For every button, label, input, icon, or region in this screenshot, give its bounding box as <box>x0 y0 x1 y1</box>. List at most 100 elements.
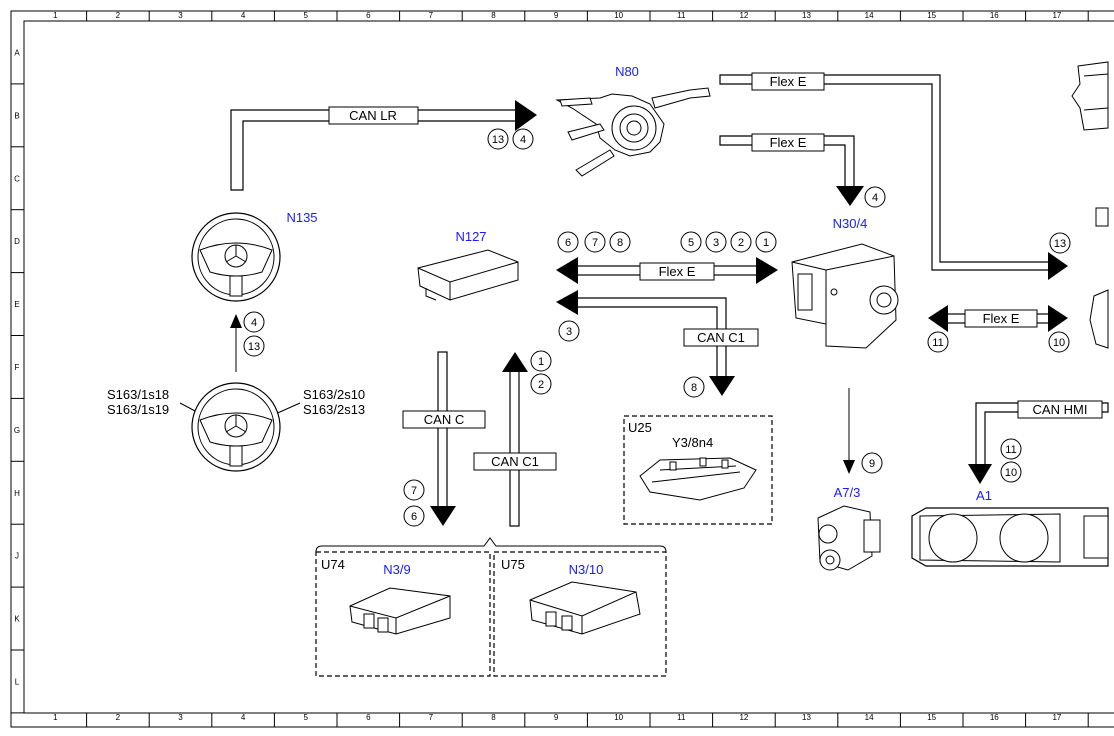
column-label: 8 <box>491 713 496 722</box>
marker-circle <box>530 350 552 372</box>
marker-label: 7 <box>592 237 598 249</box>
row-label: G <box>14 426 20 435</box>
row-label: B <box>14 111 19 120</box>
a1-label: A1 <box>976 488 992 503</box>
marker-circle <box>861 452 883 474</box>
partial-component-top-right <box>1071 61 1109 349</box>
s163-1s19-label: S163/1s19 <box>107 402 169 417</box>
n127-label: N127 <box>455 229 486 244</box>
can-c-bus: CAN C 7 6 <box>402 351 486 527</box>
can-hmi-label: CAN HMI <box>1033 402 1088 417</box>
marker-label: 3 <box>566 326 572 338</box>
column-label: 2 <box>116 11 121 20</box>
u25-label: U25 <box>628 420 652 435</box>
steering-column-switch-n80: N80 13 4 <box>487 64 711 177</box>
u75-label: U75 <box>501 557 525 572</box>
flex-e-right-label: Flex E <box>983 311 1020 326</box>
row-label: L <box>15 677 20 686</box>
column-label: 14 <box>865 11 874 20</box>
marker-circle <box>403 479 425 501</box>
column-label: 1 <box>53 713 58 722</box>
row-label: K <box>14 615 20 624</box>
row-label: D <box>14 237 20 246</box>
module-n127: N127 <box>417 229 519 301</box>
flex-e-right-bus: Flex E 11 10 <box>927 305 1070 353</box>
marker-label: 10 <box>1005 467 1017 479</box>
flex-e-mid-label: Flex E <box>659 264 696 279</box>
column-label: 11 <box>677 713 686 722</box>
row-label: E <box>14 300 19 309</box>
steering-wheel-n135: N135 <box>191 210 318 302</box>
marker-circle <box>584 231 606 253</box>
n80-label: N80 <box>615 64 639 79</box>
assembly-u25: U25 Y3/8n4 <box>623 415 773 525</box>
marker-label: 13 <box>1054 238 1066 250</box>
marker-label: 2 <box>538 379 544 391</box>
can-lr-label: CAN LR <box>349 108 397 123</box>
assembly-u74: U74 N3/9 <box>315 551 491 677</box>
marker-label: 1 <box>763 237 769 249</box>
marker-circle <box>864 186 886 208</box>
column-label: 12 <box>739 713 748 722</box>
marker-circle <box>487 128 509 150</box>
marker-circle <box>243 311 265 333</box>
assembly-u75: U75 N3/10 <box>493 551 667 677</box>
can-hmi-bus: CAN HMI 11 10 <box>968 400 1109 484</box>
can-c1-right-bus: CAN C1 3 8 <box>556 290 759 398</box>
marker-label: 4 <box>520 134 526 146</box>
brace <box>315 537 667 553</box>
marker-label: 3 <box>713 237 719 249</box>
column-label: 13 <box>802 11 811 20</box>
module-a7-3: A7/3 <box>817 485 881 571</box>
marker-circle <box>705 231 727 253</box>
column-ruler <box>86 11 1089 727</box>
column-label: 4 <box>241 713 246 722</box>
flex-e-n30-label: Flex E <box>770 135 807 150</box>
esp-control-unit-n30-4: N30/4 <box>791 216 899 349</box>
column-label: 2 <box>116 713 121 722</box>
column-label: 7 <box>429 11 434 20</box>
can-lr-bus: CAN LR <box>230 100 537 191</box>
n135-label: N135 <box>286 210 317 225</box>
marker-circle <box>927 331 949 353</box>
u74-label: U74 <box>321 557 345 572</box>
column-label: 16 <box>990 11 999 20</box>
marker-circle <box>1000 438 1022 460</box>
column-label: 7 <box>429 713 434 722</box>
marker-label: 6 <box>565 237 571 249</box>
row-label: C <box>14 174 20 183</box>
column-label: 15 <box>927 11 936 20</box>
marker-label: 6 <box>411 511 417 523</box>
a7-3-label: A7/3 <box>834 485 861 500</box>
marker-circle <box>609 231 631 253</box>
column-label: 4 <box>241 11 246 20</box>
can-c1-vertical-label: CAN C1 <box>491 454 539 469</box>
marker-label: 2 <box>738 237 744 249</box>
n30-4-label: N30/4 <box>833 216 868 231</box>
marker-circle <box>512 128 534 150</box>
marker-circle <box>730 231 752 253</box>
n3-9-label: N3/9 <box>383 562 410 577</box>
s163-2s10-label: S163/2s10 <box>303 387 365 402</box>
marker-circle <box>680 231 702 253</box>
column-label: 8 <box>491 11 496 20</box>
column-label: 3 <box>178 11 183 20</box>
can-c1-vertical-bus: CAN C1 1 2 <box>473 350 557 527</box>
column-label: 11 <box>677 11 686 20</box>
inner-frame <box>23 20 1114 714</box>
flex-e-top-bus: Flex E 13 <box>719 72 1071 280</box>
row-ruler <box>11 83 24 714</box>
can-c1-right-label: CAN C1 <box>697 330 745 345</box>
marker-circle <box>243 335 265 357</box>
y3-8n4-label: Y3/8n4 <box>672 435 713 450</box>
column-label: 16 <box>990 713 999 722</box>
instrument-cluster-a1: A1 <box>911 488 1109 567</box>
column-label: 5 <box>303 713 308 722</box>
row-label: H <box>14 489 20 498</box>
a7-3-link: 9 <box>843 388 883 474</box>
marker-label: 13 <box>248 341 260 353</box>
marker-label: 13 <box>492 134 504 146</box>
